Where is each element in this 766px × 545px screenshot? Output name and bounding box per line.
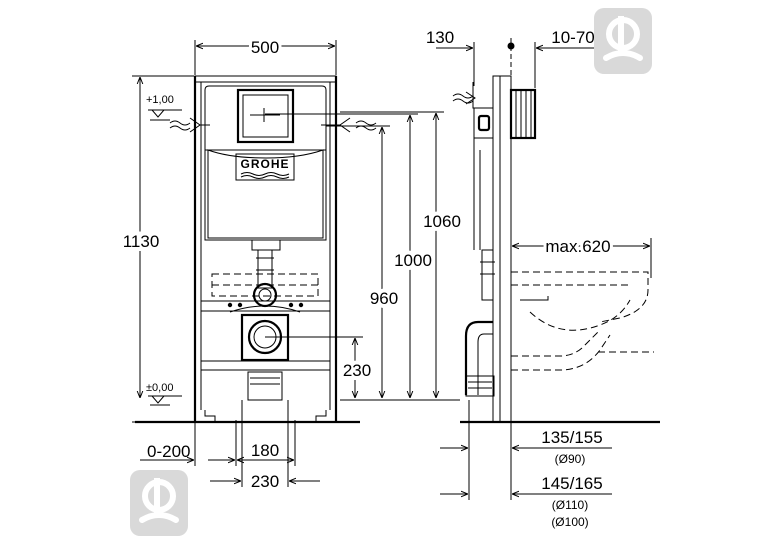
level-markers <box>148 109 182 406</box>
front-view: GROHE <box>135 75 377 424</box>
dim-outer-width: 230 <box>251 472 279 491</box>
dim-depth: 130 <box>426 28 454 47</box>
dim-foot-offset: 0-200 <box>147 442 190 461</box>
level-top-label: +1,00 <box>146 94 174 106</box>
dim-height: 1130 <box>123 232 160 251</box>
dim-wall-gap: 10-70 <box>551 28 594 47</box>
side-view <box>452 75 660 424</box>
dim-waste-dia-2: (Ø110) <box>552 498 588 512</box>
dim-actuator-height: 1000 <box>394 251 432 270</box>
side-dimensions: 130 10-70 max.620 135/155 (Ø90) 145/165 … <box>426 28 652 529</box>
dim-waste-depth-2: 145/165 <box>541 474 602 493</box>
front-dimensions: 500 1130 1060 1000 960 230 0-200 <box>119 35 465 491</box>
brand-plate <box>235 153 295 181</box>
watermark-logo-bottom <box>130 470 188 536</box>
dim-inlet-height: 1060 <box>423 212 461 231</box>
flush-pipe <box>211 249 319 401</box>
level-floor-label: ±0,00 <box>146 382 173 394</box>
dim-inner-width: 180 <box>251 441 279 460</box>
dim-waste-height: 230 <box>343 361 371 380</box>
dim-bowl-projection: max.620 <box>545 237 610 256</box>
brand-logo: GROHE <box>240 157 289 171</box>
dim-waste-dia-3: (Ø100) <box>551 515 588 529</box>
dim-waste-dia-1: (Ø90) <box>555 452 586 466</box>
watermark-logo-top <box>594 8 652 74</box>
dim-drain-height: 960 <box>370 289 398 308</box>
cistern: GROHE <box>204 85 327 251</box>
water-inlets <box>169 117 377 133</box>
frame <box>193 75 338 423</box>
dim-waste-depth-1: 135/155 <box>541 428 602 447</box>
dim-width: 500 <box>251 38 279 57</box>
